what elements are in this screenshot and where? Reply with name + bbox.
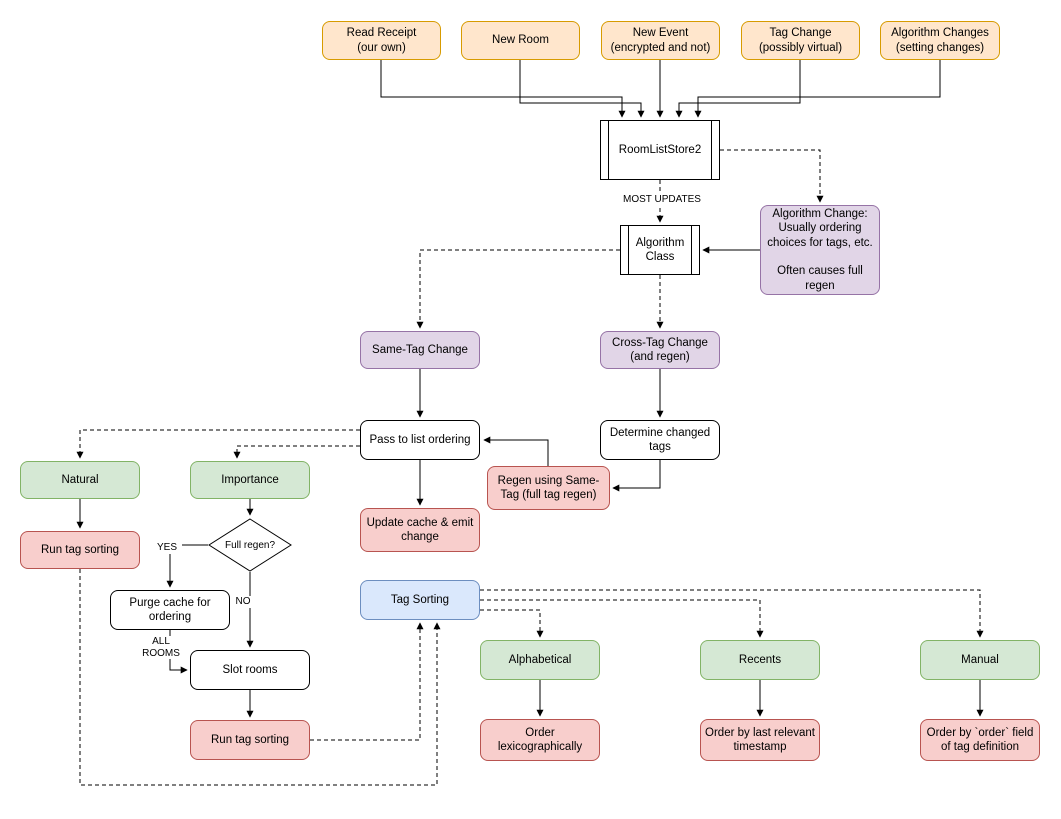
node-full-regen-decision: Full regen? xyxy=(208,518,292,572)
edge-run-sorting-left-to-tag-sorting xyxy=(79,569,441,786)
node-order-lexicographically: Order lexicographically xyxy=(480,719,600,761)
full-regen-label: Full regen? xyxy=(224,539,276,551)
node-algorithm-change-note: Algorithm Change: Usually ordering choic… xyxy=(760,205,880,295)
edge-regen-to-pass xyxy=(483,436,549,466)
edge-tag-sorting-to-recents xyxy=(480,599,764,638)
node-new-event: New Event (encrypted and not) xyxy=(601,21,720,60)
node-slot-rooms: Slot rooms xyxy=(190,650,310,690)
node-pass-to-list-ordering: Pass to list ordering xyxy=(360,420,480,460)
edge-run-sorting-bottom-to-tag-sorting xyxy=(310,622,424,741)
edge-pass-to-natural xyxy=(76,429,360,459)
edge-read-receipt-to-store xyxy=(380,60,626,118)
node-room-list-store: RoomListStore2 xyxy=(600,120,720,180)
edge-tag-sorting-to-manual xyxy=(480,589,984,638)
edge-pass-to-importance xyxy=(233,445,360,459)
node-run-tag-sorting-bottom: Run tag sorting xyxy=(190,720,310,760)
node-algorithm-changes: Algorithm Changes (setting changes) xyxy=(880,21,1000,60)
node-same-tag-change: Same-Tag Change xyxy=(360,331,480,369)
node-update-cache: Update cache & emit change xyxy=(360,508,480,552)
node-cross-tag-change: Cross-Tag Change (and regen) xyxy=(600,331,720,369)
node-recents: Recents xyxy=(700,640,820,680)
edge-algorithm-changes-to-store xyxy=(694,60,941,118)
edge-label-most-updates: MOST UPDATES xyxy=(618,194,706,206)
node-regen-same-tag: Regen using Same- Tag (full tag regen) xyxy=(487,466,610,510)
edge-label-yes: YES xyxy=(152,542,182,554)
node-tag-change: Tag Change (possibly virtual) xyxy=(741,21,860,60)
edge-class-to-same-tag xyxy=(416,249,620,329)
node-importance: Importance xyxy=(190,461,310,499)
node-read-receipt: Read Receipt (our own) xyxy=(322,21,441,60)
node-tag-sorting: Tag Sorting xyxy=(360,580,480,620)
node-order-by-timestamp: Order by last relevant timestamp xyxy=(700,719,820,761)
node-run-tag-sorting-left: Run tag sorting xyxy=(20,531,140,569)
node-new-room: New Room xyxy=(461,21,580,60)
edge-store-to-note xyxy=(720,149,824,203)
edge-determine-to-regen xyxy=(612,460,661,492)
node-purge-cache: Purge cache for ordering xyxy=(110,590,230,630)
diamond-shape xyxy=(208,518,292,572)
edge-label-no: NO xyxy=(231,596,255,608)
edge-label-all-rooms: ALL ROOMS xyxy=(137,636,185,659)
node-order-by-field: Order by `order` field of tag definition xyxy=(920,719,1040,761)
edge-tag-change-to-store xyxy=(675,60,801,118)
node-determine-changed-tags: Determine changed tags xyxy=(600,420,720,460)
node-algorithm-class: Algorithm Class xyxy=(620,225,700,275)
node-natural: Natural xyxy=(20,461,140,499)
node-alphabetical: Alphabetical xyxy=(480,640,600,680)
edge-tag-sorting-to-alphabetical xyxy=(480,609,544,638)
node-manual: Manual xyxy=(920,640,1040,680)
edge-new-room-to-store xyxy=(519,60,645,118)
